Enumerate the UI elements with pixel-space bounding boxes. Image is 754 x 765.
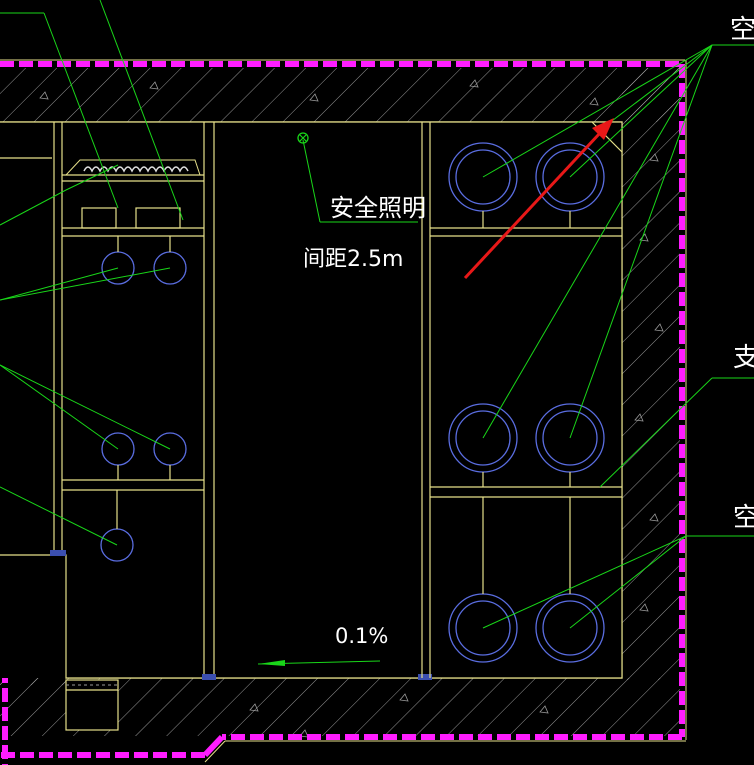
right-label-low: 空	[733, 503, 754, 533]
red-annotation-arrow	[463, 118, 614, 280]
left-cable-rack	[50, 122, 432, 680]
right-label-mid: 支	[733, 343, 754, 373]
left-pipes	[100, 236, 187, 562]
drain-niche	[65, 679, 119, 731]
right-label-top: 空	[730, 15, 754, 45]
waterproof-membrane	[0, 59, 687, 765]
safety-lighting-label: 安全照明	[330, 194, 426, 222]
spacing-label: 间距2.5m	[303, 247, 403, 272]
leader-lines	[0, 0, 754, 666]
cable-bundle	[64, 159, 201, 176]
right-pipe-rack	[421, 121, 623, 678]
safety-light-icon	[297, 132, 309, 144]
slope-label: 0.1%	[335, 624, 388, 648]
tunnel-interior-outline	[0, 121, 623, 679]
